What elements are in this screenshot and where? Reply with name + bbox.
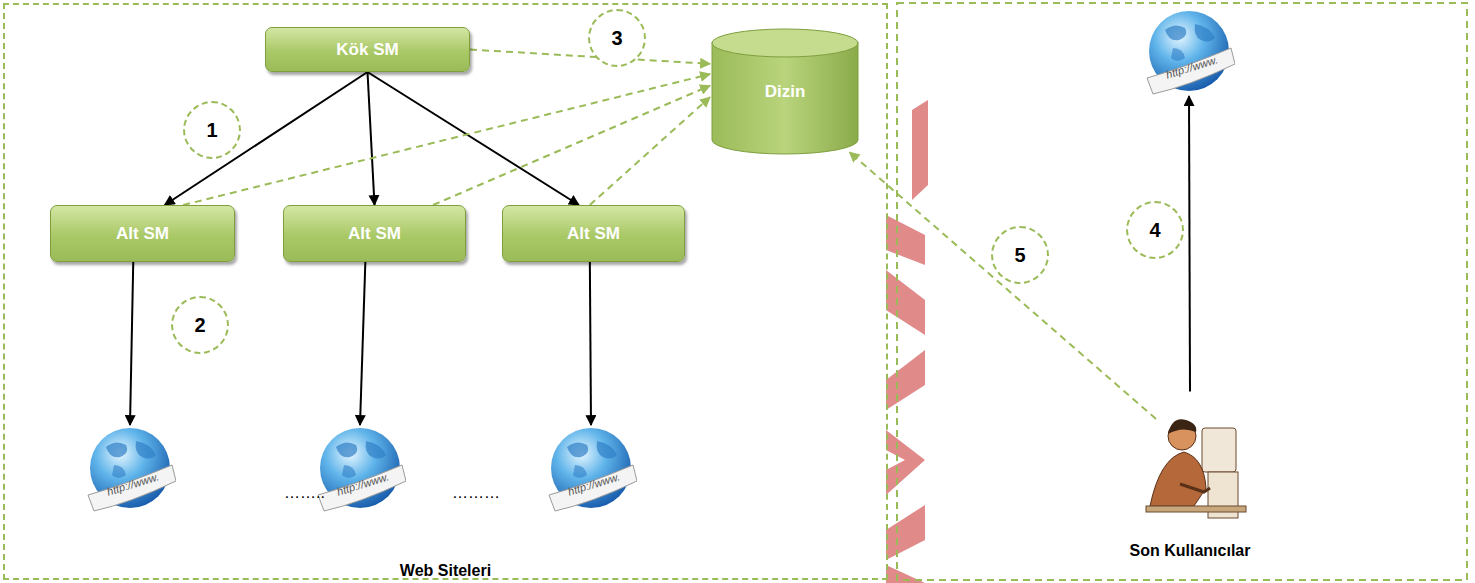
continent bbox=[1195, 24, 1215, 42]
solid-arrow bbox=[368, 72, 375, 205]
cylinder-body bbox=[712, 42, 858, 154]
zigzag-piece bbox=[912, 100, 928, 200]
monitor bbox=[1202, 428, 1236, 472]
solid-arrow bbox=[590, 262, 591, 425]
node-label: Kök SM bbox=[336, 40, 398, 60]
solid-arrow bbox=[1189, 96, 1190, 391]
zigzag-piece bbox=[886, 505, 925, 560]
cylinder-top bbox=[712, 29, 858, 57]
callout-circle: 3 bbox=[588, 9, 646, 67]
callout-number: 4 bbox=[1149, 219, 1160, 242]
dashed-arrow bbox=[850, 152, 1157, 419]
continent bbox=[1165, 25, 1186, 40]
node-label: Alt SM bbox=[348, 224, 401, 244]
zigzag-piece bbox=[886, 215, 925, 265]
process-box: Alt SM bbox=[283, 205, 466, 262]
continent bbox=[342, 465, 356, 478]
ellipsis-mark: ……… bbox=[452, 484, 500, 502]
region-title: Web Siteleri bbox=[400, 562, 491, 580]
desk bbox=[1146, 506, 1246, 512]
globe-icon bbox=[1143, 8, 1235, 98]
arm bbox=[1180, 484, 1210, 492]
website-globe: http://www. bbox=[314, 425, 406, 515]
zigzag-piece bbox=[886, 270, 925, 335]
url-banner bbox=[1147, 48, 1235, 94]
zigzag-piece bbox=[886, 350, 925, 410]
user-region bbox=[897, 3, 1467, 580]
url-banner bbox=[549, 465, 637, 511]
torso bbox=[1150, 452, 1206, 506]
callout-circle: 5 bbox=[991, 226, 1049, 284]
continent bbox=[1171, 48, 1185, 61]
url-banner bbox=[318, 465, 406, 511]
continent bbox=[573, 465, 587, 478]
dashed-arrow bbox=[470, 50, 710, 64]
callout-number: 2 bbox=[194, 314, 205, 337]
dashed-arrow bbox=[183, 74, 710, 205]
solid-arrow bbox=[368, 72, 579, 205]
globe-icon bbox=[84, 425, 176, 515]
zigzag-piece bbox=[886, 430, 925, 495]
callout-circle: 1 bbox=[183, 101, 241, 159]
node-label: Alt SM bbox=[567, 224, 620, 244]
region-panel: Web Siteleri Kök SM DizinAlt SM Alt SM Alt S… bbox=[3, 3, 888, 580]
process-box: Alt SM bbox=[50, 205, 235, 262]
website-globe: http://www. bbox=[84, 425, 176, 515]
callout-circle: 4 bbox=[1126, 201, 1184, 259]
continent bbox=[136, 441, 156, 459]
continent bbox=[597, 441, 617, 459]
solid-arrow bbox=[130, 262, 133, 425]
url-banner bbox=[88, 465, 176, 511]
dashed-arrow bbox=[590, 97, 710, 205]
process-box: Alt SM bbox=[502, 205, 685, 262]
callout-number: 3 bbox=[611, 27, 622, 50]
process-box: Kök SM bbox=[265, 27, 470, 72]
user-label: Son Kullanıcılar bbox=[1130, 542, 1251, 560]
continent bbox=[112, 465, 126, 478]
user-icon bbox=[1105, 388, 1275, 528]
callout-circle: 2 bbox=[171, 296, 229, 354]
callout-number: 1 bbox=[206, 119, 217, 142]
website-globe: http://www. bbox=[1143, 8, 1235, 98]
globe-icon bbox=[314, 425, 406, 515]
continent bbox=[567, 442, 588, 457]
continent bbox=[366, 441, 386, 459]
node-label: Dizin bbox=[765, 82, 806, 102]
zigzag-band bbox=[886, 100, 928, 583]
globe-icon bbox=[545, 425, 637, 515]
hair bbox=[1168, 419, 1196, 434]
callout-number: 5 bbox=[1014, 244, 1025, 267]
dashed-arrow bbox=[433, 86, 710, 205]
continent bbox=[336, 442, 357, 457]
node-label: Alt SM bbox=[116, 224, 169, 244]
website-globe: http://www. bbox=[545, 425, 637, 515]
user-figure: Son Kullanıcılar bbox=[1105, 388, 1275, 560]
continent bbox=[106, 442, 127, 457]
solid-arrow bbox=[360, 262, 365, 425]
database-cylinder: Dizin bbox=[710, 28, 860, 156]
ellipsis-mark: …….. bbox=[284, 484, 325, 502]
